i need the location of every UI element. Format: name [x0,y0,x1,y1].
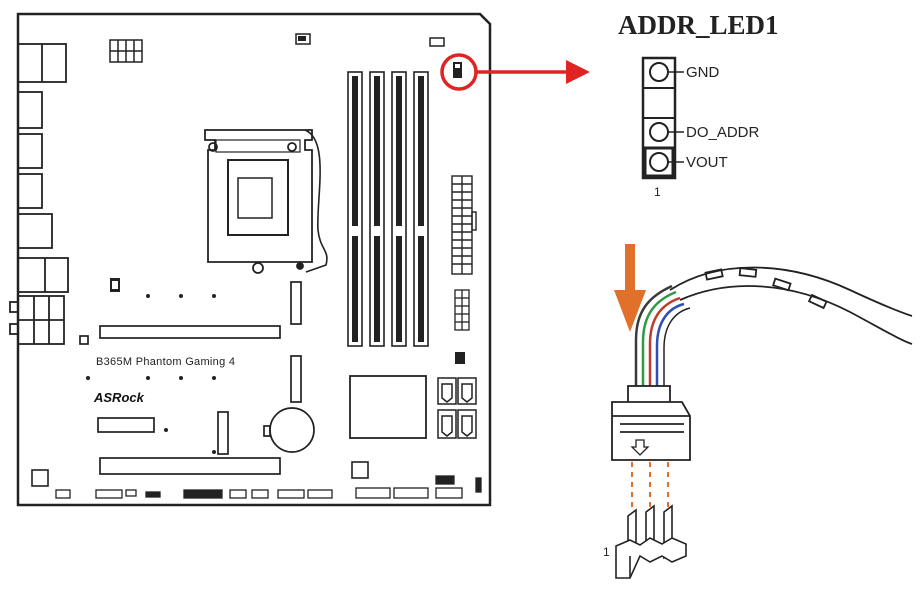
cpu-socket [204,129,328,274]
pin-label-vout: VOUT [686,154,728,171]
pin-one-label: 1 [654,185,661,199]
chipset [349,375,427,439]
motherboard: B365M Phantom Gaming 4 ASRock [9,12,492,507]
bottom-headers [55,475,482,499]
down-arrow-icon [614,290,646,332]
pin-vout [649,152,684,172]
insert-direction-arrow [614,244,646,332]
connector-key-icon [630,439,650,456]
pin-header-diagram [641,56,684,180]
pin-label-do-addr: DO_ADDR [686,124,760,141]
rear-io [9,43,69,345]
dimm-slots [347,71,429,347]
cable-connector [611,385,691,461]
addr-led-header-on-board [453,62,462,78]
pin-do-addr [649,122,684,142]
mounting-dots [86,294,216,454]
usb-header [454,289,470,331]
led-strip [669,266,913,345]
atx-power-connector [451,175,477,275]
cable-pin-one-label: 1 [603,545,610,559]
pointer-arrow [477,60,590,84]
cpu-power-connector [109,39,143,63]
pin-label-gnd: GND [686,64,720,81]
sata-ports [437,377,477,439]
board-outline [16,12,492,507]
header-pins [615,504,687,579]
pcie-slots [79,281,302,475]
header-highlight-circle [440,53,478,91]
board-brand-logo: ASRock [93,390,145,405]
board-model-label: B365M Phantom Gaming 4 [96,356,235,368]
alignment-guides [631,462,669,510]
cmos-battery [263,407,315,453]
cable-wires [634,284,691,388]
header-title: ADDR_LED1 [618,10,779,40]
pin-gnd [649,62,684,82]
